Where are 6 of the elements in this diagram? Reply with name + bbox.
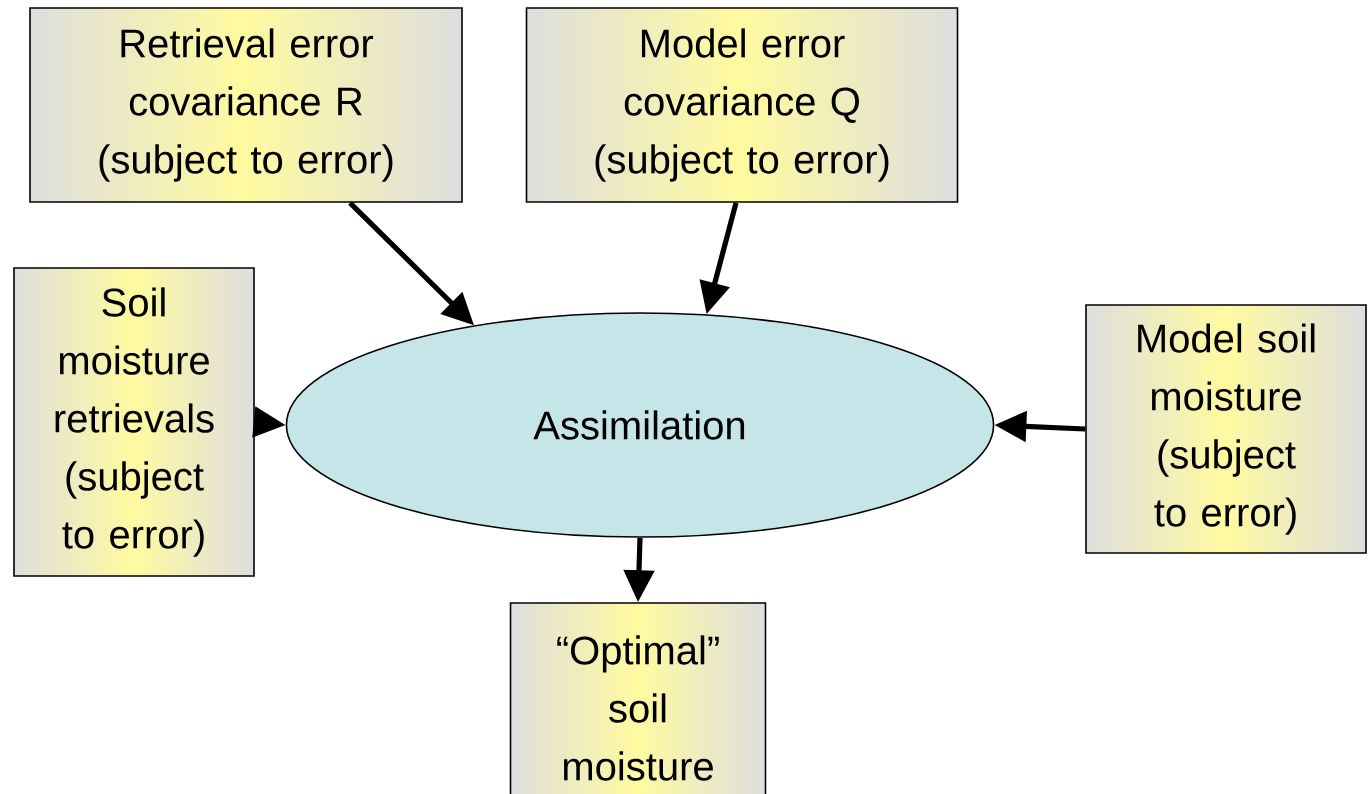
ellipse-node: Assimilation — [285, 312, 995, 538]
process-box: Retrieval error covariance R (subject to error) — [29, 7, 463, 203]
process-box: Soil moisture retrievals (subject to error) — [13, 267, 255, 577]
process-box: Model error covariance Q (subject to error) — [525, 7, 959, 203]
process-box: “Optimal” soil moisture — [509, 602, 767, 794]
process-box: Model soil moisture (subject to error) — [1085, 304, 1367, 554]
